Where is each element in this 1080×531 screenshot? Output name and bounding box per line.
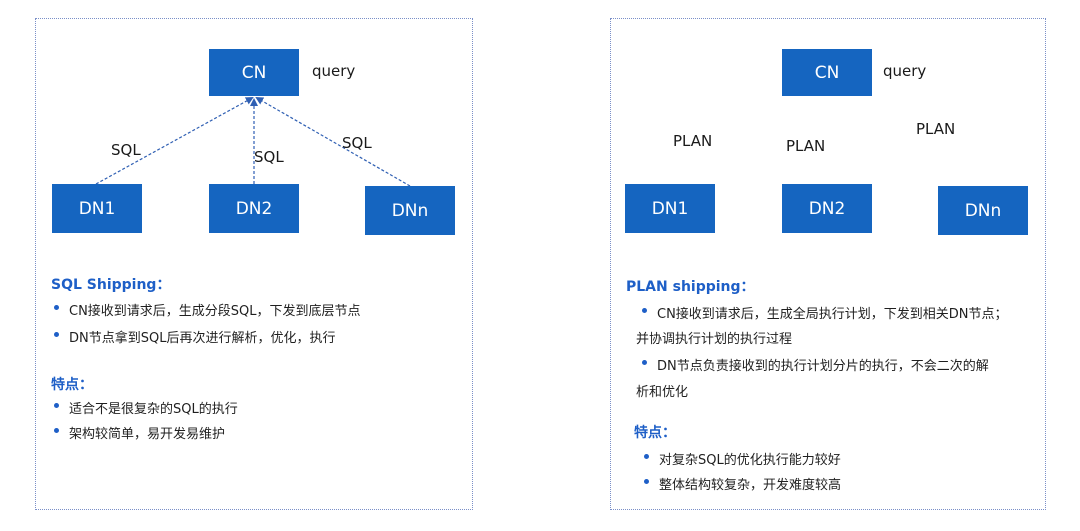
bullet-text: 整体结构较复杂，开发难度较高 [659, 478, 842, 493]
edge-dnn-to-cn [255, 97, 411, 187]
cn-node: CN [209, 49, 299, 96]
bullet-text: 对复杂SQL的优化执行能力较好 [659, 453, 841, 468]
list-item: DN节点拿到SQL后再次进行解析，优化，执行 [54, 327, 336, 346]
bullet-continuation: 析和优化 [636, 385, 689, 400]
bullet-continuation: 并协调执行计划的执行过程 [636, 332, 793, 347]
sql-shipping-heading: SQL Shipping： [51, 277, 171, 293]
edge-label-dn2: PLAN [786, 137, 826, 155]
list-item: CN接收到请求后，生成全局执行计划，下发到相关DN节点； [642, 303, 1008, 322]
bullet-dot [54, 428, 59, 433]
list-item: 架构较简单，易开发易维护 [54, 423, 226, 442]
bullet-text: DN节点负责接收到的执行计划分片的执行，不会二次的解 [657, 359, 989, 374]
cn-node: CN [782, 49, 872, 96]
edge-label-dn1: SQL [111, 141, 141, 159]
dn1-node: DN1 [52, 184, 142, 233]
features-heading: 特点： [51, 377, 93, 393]
list-item: CN接收到请求后，生成分段SQL，下发到底层节点 [54, 300, 361, 319]
query-label: query [883, 62, 927, 80]
list-item: 对复杂SQL的优化执行能力较好 [644, 449, 841, 468]
features-heading: 特点： [634, 425, 676, 441]
bullet-text: CN接收到请求后，生成分段SQL，下发到底层节点 [69, 304, 361, 319]
bullet-text: 适合不是很复杂的SQL的执行 [69, 402, 238, 417]
edge-label-dn1: PLAN [673, 132, 713, 150]
edge-label-dnn: PLAN [916, 120, 956, 138]
dnn-node: DNn [365, 186, 455, 235]
dn1-node: DN1 [625, 184, 715, 233]
query-label: query [312, 62, 356, 80]
dn2-node: DN2 [782, 184, 872, 233]
bullet-dot [54, 332, 59, 337]
list-item: 整体结构较复杂，开发难度较高 [644, 474, 842, 493]
bullet-dot [642, 308, 647, 313]
bullet-dot [642, 360, 647, 365]
edge-label-dnn: SQL [342, 134, 372, 152]
bullet-dot [644, 479, 649, 484]
bullet-dot [644, 454, 649, 459]
list-item: 适合不是很复杂的SQL的执行 [54, 398, 238, 417]
bullet-dot [54, 305, 59, 310]
bullet-text: DN节点拿到SQL后再次进行解析，优化，执行 [69, 331, 336, 346]
bullet-text: 架构较简单，易开发易维护 [69, 427, 226, 442]
bullet-dot [54, 403, 59, 408]
dn2-node: DN2 [209, 184, 299, 233]
edge-label-dn2: SQL [254, 148, 284, 166]
bullet-text: CN接收到请求后，生成全局执行计划，下发到相关DN节点； [657, 307, 1008, 322]
plan-shipping-panel [610, 18, 1046, 510]
dnn-node: DNn [938, 186, 1028, 235]
plan-shipping-heading: PLAN shipping： [626, 279, 755, 295]
list-item: DN节点负责接收到的执行计划分片的执行，不会二次的解 [642, 355, 989, 374]
